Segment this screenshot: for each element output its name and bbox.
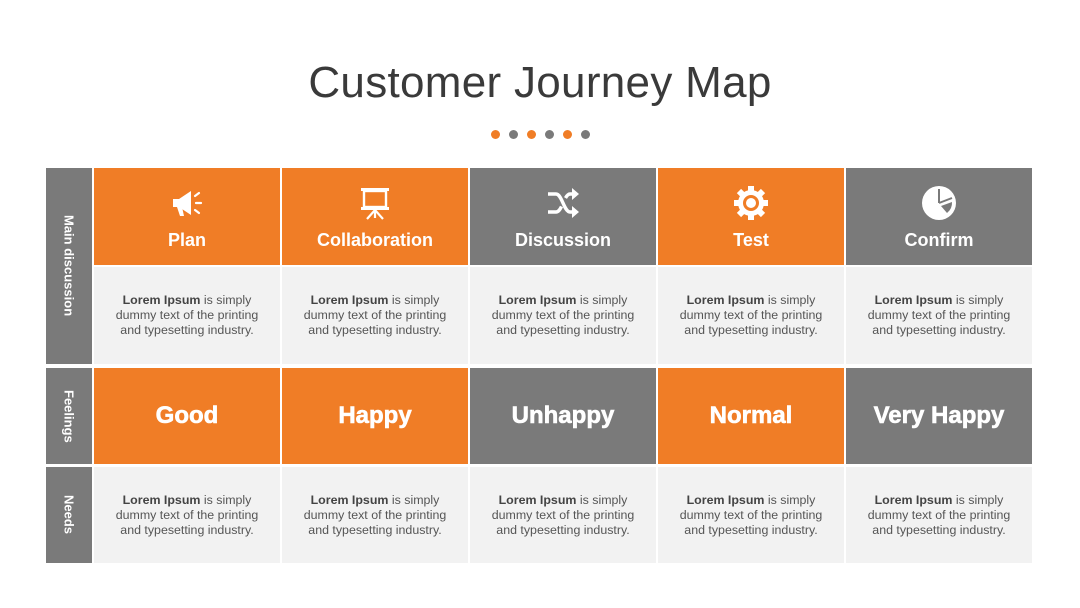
stage-header: Plan	[94, 168, 280, 265]
decorative-dots	[0, 130, 1080, 139]
body-text: is simply dummy text of the printing and…	[867, 293, 1011, 337]
megaphone-icon	[169, 185, 205, 221]
body-text: is simply dummy text of the printing and…	[867, 492, 1011, 537]
body-text: is simply dummy text of the printing and…	[303, 492, 447, 537]
feeling-label: Very Happy	[873, 402, 1005, 430]
dot	[508, 130, 518, 139]
main-discussion-text: Lorem Ipsum is simply dummy text of the …	[94, 267, 280, 364]
row-label-text: Main discussion	[61, 215, 77, 317]
page-title: Customer Journey Map	[308, 58, 772, 107]
main-discussion-text: Lorem Ipsum is simply dummy text of the …	[846, 267, 1032, 364]
bold-lead: Lorem Ipsum	[874, 293, 953, 307]
body-text: is simply dummy text of the printing and…	[115, 492, 259, 537]
dot	[526, 130, 536, 139]
feeling-cell: Very Happy	[846, 368, 1032, 464]
body-text: is simply dummy text of the printing and…	[491, 492, 635, 537]
feeling-label: Normal	[709, 402, 793, 430]
needs-text: Lorem Ipsum is simply dummy text of the …	[470, 467, 656, 563]
feeling-cell: Unhappy	[470, 368, 656, 464]
main-discussion-text: Lorem Ipsum is simply dummy text of the …	[470, 267, 656, 364]
needs-text: Lorem Ipsum is simply dummy text of the …	[658, 467, 844, 563]
stage-header: Confirm	[846, 168, 1032, 265]
needs-text: Lorem Ipsum is simply dummy text of the …	[94, 467, 280, 563]
body-text: is simply dummy text of the printing and…	[115, 293, 259, 337]
bold-lead: Lorem Ipsum	[310, 293, 389, 307]
bold-lead: Lorem Ipsum	[874, 492, 953, 507]
body-text: is simply dummy text of the printing and…	[679, 293, 823, 337]
feeling-label: Unhappy	[511, 402, 615, 430]
bold-lead: Lorem Ipsum	[498, 293, 577, 307]
bold-lead: Lorem Ipsum	[498, 492, 577, 507]
stage-name: Test	[733, 230, 769, 250]
main-discussion-text: Lorem Ipsum is simply dummy text of the …	[658, 267, 844, 364]
row-label-main-discussion: Main discussion	[46, 168, 92, 364]
stage-header: Discussion	[470, 168, 656, 265]
stage-header: Test	[658, 168, 844, 265]
stage-name: Confirm	[904, 230, 974, 250]
stage-name: Discussion	[514, 230, 612, 250]
needs-text: Lorem Ipsum is simply dummy text of the …	[282, 467, 468, 563]
main-discussion-text: Lorem Ipsum is simply dummy text of the …	[282, 267, 468, 364]
needs-text: Lorem Ipsum is simply dummy text of the …	[846, 467, 1032, 563]
dot	[544, 130, 554, 139]
stage-name: Collaboration	[317, 230, 433, 250]
shuffle-icon	[545, 185, 581, 221]
body-text: is simply dummy text of the printing and…	[679, 492, 823, 537]
pie-chart-icon	[921, 185, 957, 221]
row-label-text: Needs	[61, 495, 77, 535]
feeling-cell: Happy	[282, 368, 468, 464]
row-label-text: Feelings	[61, 389, 77, 443]
body-text: is simply dummy text of the printing and…	[491, 293, 635, 337]
bold-lead: Lorem Ipsum	[686, 293, 765, 307]
body-text: is simply dummy text of the printing and…	[303, 293, 447, 337]
bold-lead: Lorem Ipsum	[686, 492, 765, 507]
feeling-label: Good	[155, 402, 219, 430]
stage-header: Collaboration	[282, 168, 468, 265]
feeling-label: Happy	[338, 402, 412, 430]
feeling-cell: Good	[94, 368, 280, 464]
bold-lead: Lorem Ipsum	[122, 293, 201, 307]
dot	[562, 130, 572, 139]
bold-lead: Lorem Ipsum	[310, 492, 389, 507]
dot	[490, 130, 500, 139]
stage-name: Plan	[167, 230, 206, 250]
feeling-cell: Normal	[658, 368, 844, 464]
presentation-board-icon	[357, 185, 393, 221]
dot	[580, 130, 590, 139]
row-label-feelings: Feelings	[46, 368, 92, 464]
gear-icon	[733, 185, 769, 221]
row-label-needs: Needs	[46, 467, 92, 563]
bold-lead: Lorem Ipsum	[122, 492, 201, 507]
